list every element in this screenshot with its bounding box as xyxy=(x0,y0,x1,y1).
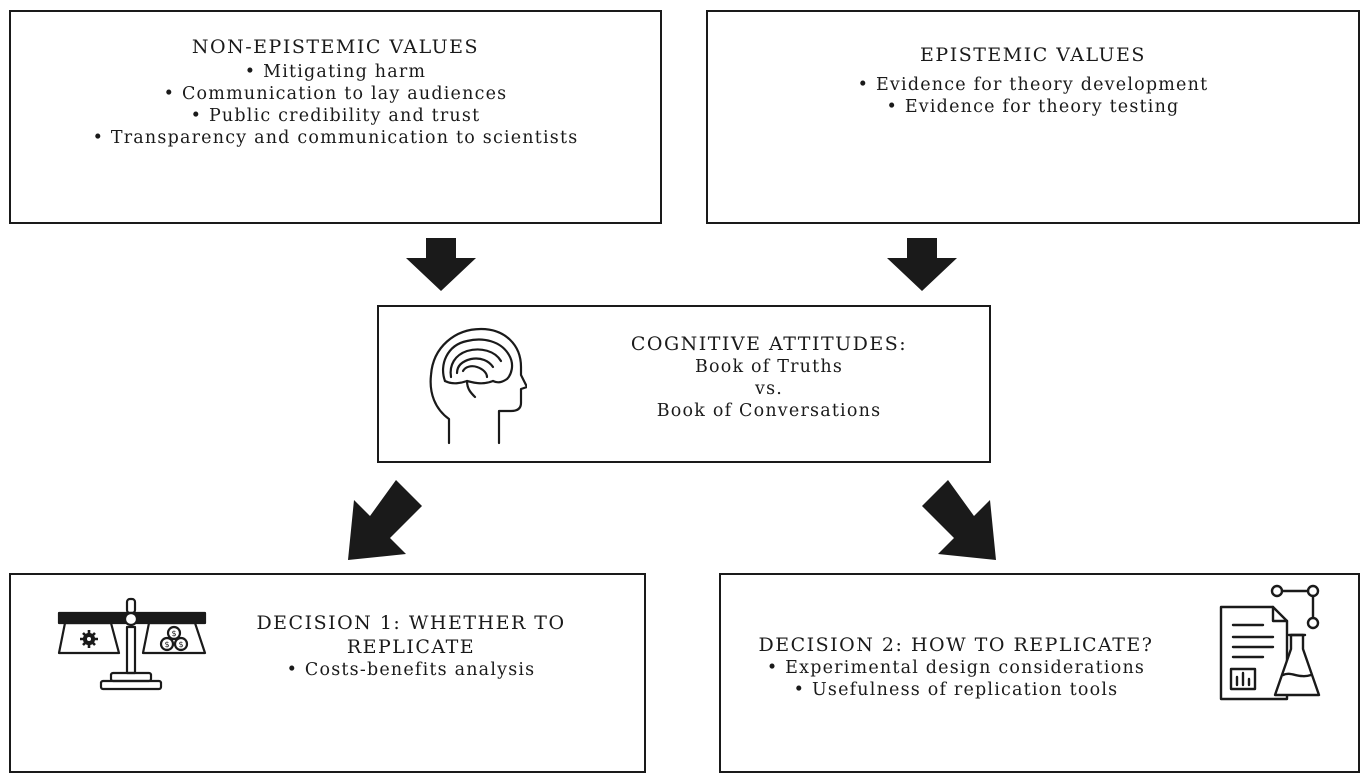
decision-2-box: DECISION 2: HOW TO REPLICATE? • Experime… xyxy=(719,573,1360,773)
diagonal-arrow-left xyxy=(348,480,422,560)
list-item: Book of Truths xyxy=(694,357,844,377)
epistemic-title: EPISTEMIC VALUES xyxy=(920,44,1146,66)
down-arrow-left xyxy=(406,238,476,291)
decision-2-title: DECISION 2: HOW TO REPLICATE? xyxy=(758,634,1154,656)
decision-1-box: $ $ $ DECISION 1: WHETHER TO REPLICATE •… xyxy=(9,573,646,773)
diagonal-arrow-right xyxy=(922,480,996,560)
list-item: • Transparency and communication to scie… xyxy=(92,128,579,148)
epistemic-values-box: EPISTEMIC VALUES • Evidence for theory d… xyxy=(706,10,1360,224)
down-arrow-right xyxy=(887,238,957,291)
cognitive-title: COGNITIVE ATTITUDES: xyxy=(630,333,908,355)
list-item: • Evidence for theory testing xyxy=(886,97,1180,117)
brain-head-icon xyxy=(429,327,527,445)
list-item: • Experimental design considerations xyxy=(766,658,1146,678)
decision-1-title-line2: REPLICATE xyxy=(346,636,476,658)
lab-report-icon xyxy=(1219,584,1321,701)
list-item: • Usefulness of replication tools xyxy=(793,680,1119,700)
non-epistemic-values-box: NON-EPISTEMIC VALUES • Mitigating harm •… xyxy=(9,10,662,224)
svg-text:$: $ xyxy=(171,629,176,638)
list-item: • Mitigating harm xyxy=(244,62,427,82)
list-item: vs. xyxy=(754,379,784,399)
svg-text:$: $ xyxy=(178,640,183,649)
non-epistemic-title: NON-EPISTEMIC VALUES xyxy=(191,36,480,58)
list-item: • Evidence for theory development xyxy=(857,75,1209,95)
cognitive-attitudes-box: COGNITIVE ATTITUDES: Book of Truths vs. … xyxy=(377,305,991,463)
epistemic-list: • Evidence for theory development • Evid… xyxy=(708,74,1358,118)
decision-1-list: • Costs-benefits analysis xyxy=(231,659,591,681)
list-item: • Communication to lay audiences xyxy=(163,84,508,104)
decision-2-list: • Experimental design considerations • U… xyxy=(731,657,1181,701)
cognitive-lines: Book of Truths vs. Book of Conversations xyxy=(539,356,999,422)
non-epistemic-list: • Mitigating harm • Communication to lay… xyxy=(11,61,660,149)
svg-text:$: $ xyxy=(164,640,169,649)
scale-icon: $ $ $ xyxy=(57,597,207,691)
list-item: • Public credibility and trust xyxy=(190,106,481,126)
decision-1-title-line1: DECISION 1: WHETHER TO xyxy=(256,612,566,634)
list-item: Book of Conversations xyxy=(656,401,882,421)
list-item: • Costs-benefits analysis xyxy=(286,660,536,680)
